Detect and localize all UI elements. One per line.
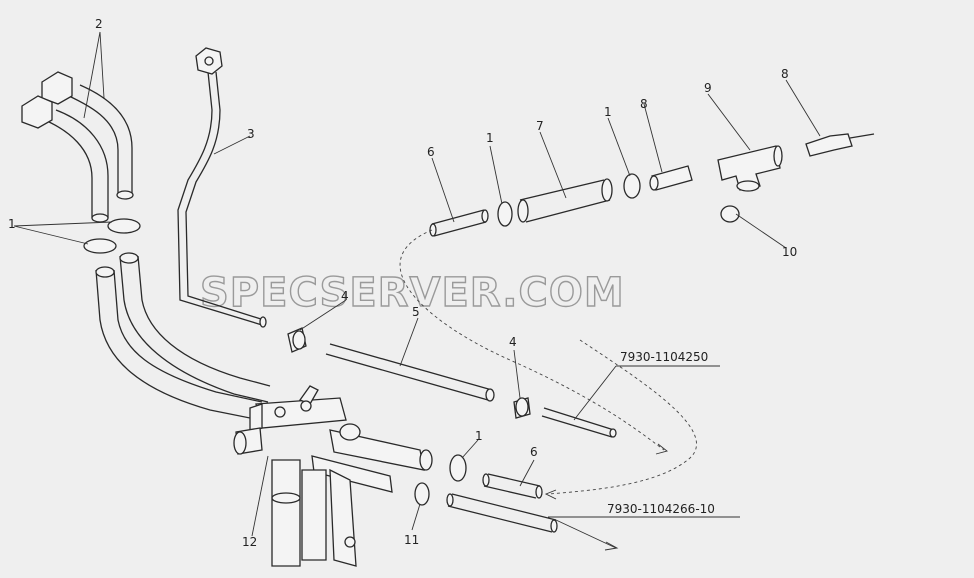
bottom-left-assembly xyxy=(95,252,433,567)
part-6-tube-lower xyxy=(482,473,543,499)
callout-1-left: 1 xyxy=(8,217,16,231)
callout-2: 2 xyxy=(95,17,103,31)
callout-10: 10 xyxy=(782,245,797,259)
leader-lines xyxy=(13,31,821,537)
part-3-metal-tube xyxy=(177,47,267,328)
part-4-bushings xyxy=(287,327,531,419)
callout-4-lower: 4 xyxy=(509,335,517,349)
part-5-tube xyxy=(325,343,495,402)
watermark: SPECSERVER.COM xyxy=(200,270,625,316)
callout-8-right: 8 xyxy=(781,67,789,81)
part-code-upper: 7930-1104250 xyxy=(620,350,708,364)
part-code-lower: 7930-1104266-10 xyxy=(607,502,715,516)
callout-5: 5 xyxy=(412,305,420,319)
callout-9: 9 xyxy=(704,81,712,95)
callout-8-left: 8 xyxy=(640,97,648,111)
part-1-clamps-lower xyxy=(414,454,467,506)
callout-1-upper-b: 1 xyxy=(604,105,612,119)
callout-11: 11 xyxy=(404,533,419,547)
callout-1-upper-a: 1 xyxy=(486,131,494,145)
callout-1-lower: 1 xyxy=(475,429,483,443)
rod-7930-1104250 xyxy=(541,407,617,438)
callout-6-lower: 6 xyxy=(530,445,538,459)
callout-6-upper: 6 xyxy=(427,145,435,159)
routing-paths xyxy=(399,229,697,551)
callout-3: 3 xyxy=(247,127,255,141)
callout-12: 12 xyxy=(242,535,257,549)
callout-7: 7 xyxy=(536,119,544,133)
callout-labels: 2 1 3 4 5 4 6 1 7 1 8 9 8 10 1 6 11 12 7… xyxy=(8,17,797,549)
tube-7930-1104266-10 xyxy=(446,493,558,533)
callout-4-upper: 4 xyxy=(341,289,349,303)
upper-right-assembly xyxy=(429,133,875,237)
part-2-upper-hoses xyxy=(21,71,134,223)
part-1-clamps-left xyxy=(83,218,141,254)
